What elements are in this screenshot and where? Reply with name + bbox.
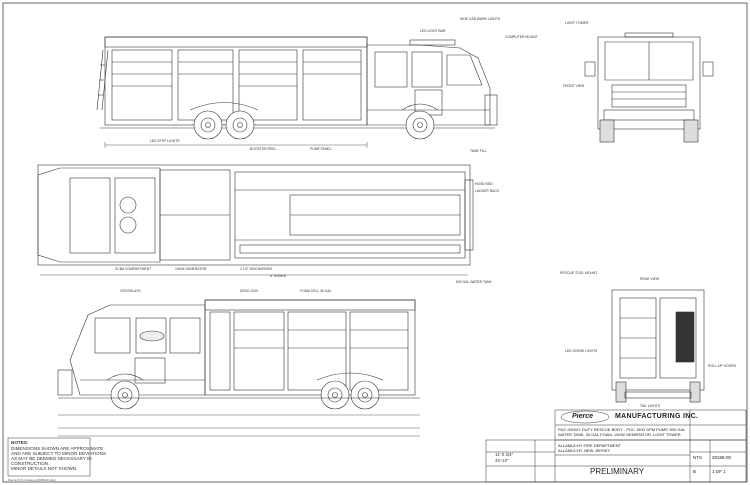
size-text: B (693, 469, 697, 474)
callout-intake: 6" INTAKE (270, 274, 287, 278)
top-view (37, 164, 474, 276)
callout-booster-reel: BOOSTER REEL (250, 147, 277, 151)
callout-scene-lights: LED SCENE LIGHTS (565, 349, 598, 353)
dim-overall-length: 33'-10" (495, 458, 509, 463)
notes-heading: NOTES: (11, 440, 29, 445)
callout-generator: 10KW GENERATOR (175, 267, 207, 271)
company-logo: Pierce (572, 413, 594, 420)
callout-compartment: COMPUTER MOUNT (505, 35, 538, 39)
side-view-bottom (57, 299, 420, 437)
company-name: MANUFACTURING INC. (615, 413, 699, 420)
callout-light-tower: LIGHT TOWER (565, 21, 589, 25)
drawing-number: 28186-00 (712, 455, 732, 460)
notes-line-4: CONSTRUCTION. (11, 461, 50, 466)
callout-step-lights: LED STEP LIGHTS (150, 139, 180, 143)
footer-path: Pierce PUC Drawing 28186-00.dwg (8, 478, 56, 482)
sheet-number: 1 OF 1 (712, 469, 726, 474)
description-line-2: WATER TANK, 30 GAL FOAM, 10KW GENERATOR,… (558, 432, 681, 437)
customer-line-2: ALLAMUCHY, NEW JERSEY (558, 448, 611, 453)
callout-ladder-rack: LADDER RACK (475, 189, 500, 193)
callout-tank-fill: TANK FILL (470, 149, 487, 153)
title-block (485, 409, 747, 483)
side-view-top (96, 36, 498, 148)
notes-line-2: AND ARE SUBJECT TO MINOR DEVIATIONS (11, 451, 107, 456)
notes-box (7, 437, 91, 477)
callout-crosslays: CROSSLAYS (120, 289, 141, 293)
callout-light-bar: LED LIGHT BAR (420, 29, 446, 33)
notes-line-5: MINOR DETAILS NOT SHOWN. (11, 466, 78, 471)
scale-text: NTS (693, 455, 702, 460)
notes-line-1: DIMENSIONS SHOWN ARE APPROXIMATE (11, 446, 104, 451)
callout-foam: FOAM CELL 30 GAL (300, 289, 332, 293)
callout-discharges: 2 1/2" DISCHARGES (240, 267, 273, 271)
notes-line-3: AS MAY BE DEEMED NECESSARY IN (11, 456, 92, 461)
callout-deck-gun: DECK GUN (240, 289, 258, 293)
callout-tail: TAIL LIGHTS (640, 404, 660, 408)
callout-scba: SCBA COMPARTMENT (115, 267, 152, 271)
callout-front-view: FRONT VIEW (563, 84, 585, 88)
callout-top-left: SIDE CAB WARN LIGHTS (460, 17, 501, 21)
front-view (584, 32, 714, 143)
description-line-1: PUC HEAVY DUTY RESCUE BODY - PUC 1500 GP… (558, 427, 686, 432)
customer-line-1: ALLAMUCHY FIRE DEPARTMENT (558, 443, 621, 448)
callout-roll-up: ROLL-UP DOORS (708, 364, 737, 368)
callout-rescue-tools: RESCUE TOOL MOUNT (560, 271, 598, 275)
callout-rear-view: REAR VIEW (640, 277, 660, 281)
status-text: PRELIMINARY (590, 467, 645, 476)
rear-view (611, 289, 705, 403)
callout-water-tank: 500 GAL WATER TANK (456, 280, 492, 284)
dim-overall-height: 11'-0 3/4" (495, 452, 514, 457)
callout-pump-panel: PUMP PANEL (310, 147, 332, 151)
callout-hose-bed: HOSE BED (475, 182, 493, 186)
